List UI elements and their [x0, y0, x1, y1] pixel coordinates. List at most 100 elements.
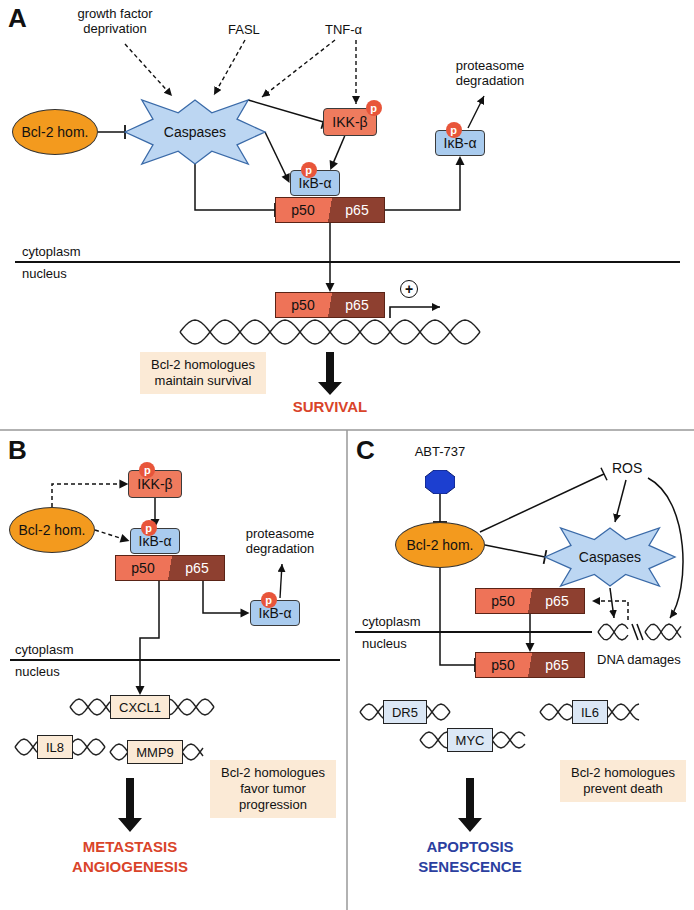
inhibition-connector [485, 545, 546, 564]
panel-dividers [0, 430, 694, 910]
node-text: Bcl-2 homologues favor tumor progression [216, 765, 330, 813]
caspase-star: Caspases [545, 528, 675, 586]
gene-box: MYC [447, 728, 494, 752]
drawing-stroke [615, 480, 626, 522]
dna-strand [420, 732, 525, 748]
drawing-stroke [592, 601, 628, 620]
node-text: p65 [330, 202, 384, 218]
protein-box: IκB-αp [250, 600, 301, 626]
membrane-lines [10, 262, 680, 660]
activation-circle: + [400, 280, 418, 298]
node-text: p50 [276, 297, 330, 313]
drawing-stroke [355, 40, 356, 104]
activation-connector [385, 156, 464, 210]
nfkb-dimer: p50p65 [475, 652, 585, 678]
activation-connector [95, 530, 130, 543]
node-text: Caspases [164, 124, 226, 140]
node-text: p65 [330, 297, 384, 313]
dna-strand [540, 704, 639, 720]
figure-label: DNA damages [597, 652, 681, 667]
figure-label: SENESCENCE [390, 858, 550, 876]
node-text: IκB-α [444, 135, 477, 151]
phospho-circle: p [141, 520, 157, 536]
bcl2-ellipse: Bcl-2 hom. [395, 522, 485, 568]
drawing-stroke [280, 564, 282, 598]
dna-strand [360, 704, 450, 720]
phospho-circle: p [301, 162, 317, 178]
node-text: p [370, 102, 377, 114]
figure-label: growth factor deprivation [50, 6, 180, 36]
inhibition-connector [98, 125, 125, 139]
dna-strand [110, 744, 203, 760]
protein-box: IκB-αp [435, 130, 486, 156]
bcl2-ellipse: Bcl-2 hom. [9, 507, 95, 553]
figure-label: APOPTOSIS [390, 838, 550, 856]
dna-strand [15, 739, 105, 755]
node-text: IKK-β [137, 476, 172, 492]
gene-box: IL6 [572, 700, 608, 724]
dna-strand [110, 744, 203, 760]
inhibition-connector [248, 100, 325, 129]
dna-strand [645, 624, 681, 640]
node-text: + [405, 281, 413, 297]
node-text: Bcl-2 hom. [19, 522, 86, 538]
node-text: p50 [476, 657, 530, 673]
protein-box: IκB-αp [130, 528, 181, 554]
activation-connector [265, 132, 290, 183]
node-text: p50 [476, 593, 530, 609]
figure-label: cytoplasm [22, 244, 81, 259]
nfkb-dimer: p50p65 [275, 292, 385, 318]
drawing-stroke [480, 474, 604, 532]
ros-lines [480, 468, 683, 640]
inhibitor-octagon: ABT-737 [400, 444, 480, 494]
protein-box: IKK-βp [323, 108, 376, 136]
activation-connector [135, 581, 159, 695]
figure-label: SURVIVAL [260, 398, 400, 416]
drawing-stroke [355, 631, 592, 633]
node-text: p50 [276, 202, 330, 218]
gene-box: IL8 [37, 735, 73, 759]
figure-label: nucleus [15, 664, 60, 679]
stimulus-arrows [125, 40, 356, 104]
figure-label: ANGIOGENESIS [50, 858, 210, 876]
drawing-stroke [458, 778, 482, 832]
drawing-stroke [346, 430, 348, 910]
node-text: IκB-α [299, 175, 332, 191]
figure-label: TNF-α [325, 22, 362, 37]
node-text: Caspases [579, 549, 641, 565]
bcl2-ellipse: Bcl-2 hom. [12, 109, 98, 155]
node-text: IκB-α [139, 533, 172, 549]
big-arrows [118, 352, 482, 832]
drawing-stroke [637, 624, 643, 640]
node-text: Bcl-2 homologues prevent death [566, 765, 680, 797]
gene-box: DR5 [383, 700, 427, 724]
node-text: p [265, 594, 272, 606]
figure-label: B [8, 436, 27, 465]
drawing-stroke [610, 588, 614, 618]
summary-box: Bcl-2 homologues prevent death [560, 760, 686, 802]
node-text: p65 [170, 560, 224, 576]
figure-label: proteasome degradation [440, 58, 540, 88]
activation-connector [330, 136, 345, 170]
figure-label: cytoplasm [15, 642, 74, 657]
dna-strand [540, 704, 639, 720]
figure-label: ROS [612, 460, 642, 477]
promoter-arrow [390, 307, 440, 318]
node-text: MMP9 [136, 745, 174, 760]
inhibition-connector [433, 494, 447, 522]
node-text: p [145, 522, 152, 534]
node-text: p65 [530, 593, 584, 609]
figure-label: C [356, 436, 375, 465]
node-text: ABT-737 [415, 444, 466, 459]
dna-helices [15, 320, 681, 760]
activation-connector [203, 581, 250, 618]
figure-label: A [8, 4, 27, 33]
figure-label: nucleus [22, 266, 67, 281]
gene-box: CXCL1 [110, 695, 170, 719]
node-text: IL6 [581, 705, 599, 720]
summary-box: Bcl-2 homologues maintain survival [140, 352, 266, 394]
drawing-stroke [10, 659, 340, 661]
summary-box: Bcl-2 homologues favor tumor progression [210, 760, 336, 818]
node-text: p65 [530, 657, 584, 673]
